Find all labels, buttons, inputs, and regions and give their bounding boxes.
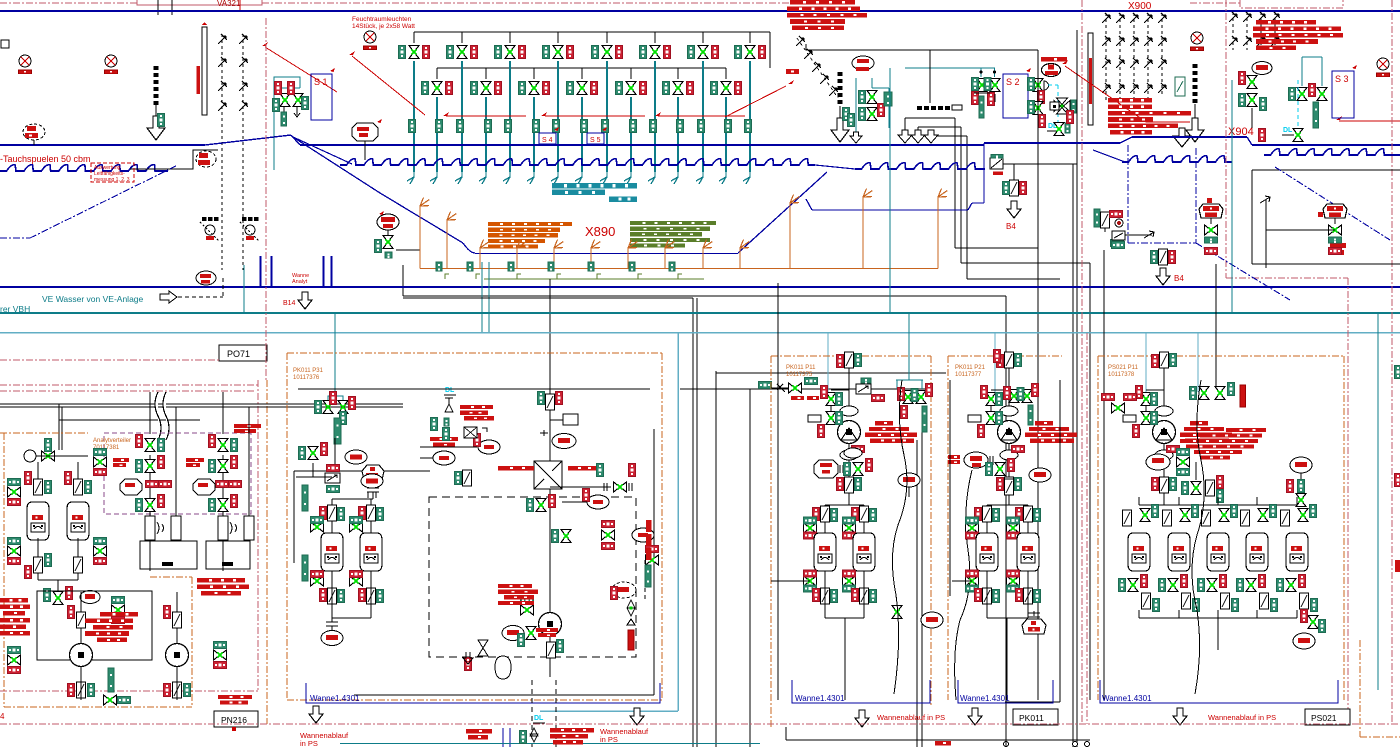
svg-text:DL: DL xyxy=(445,387,455,394)
svg-text:PK011 P11: PK011 P11 xyxy=(786,365,816,371)
svg-text:Wannenablauf: Wannenablauf xyxy=(600,727,649,736)
svg-text:Wannenablauf in PS: Wannenablauf in PS xyxy=(877,713,945,722)
svg-text:PK011: PK011 xyxy=(1019,713,1044,723)
svg-text:PS021 P11: PS021 P11 xyxy=(1108,365,1139,371)
svg-text:-Tauchspuelen 50 cbm: -Tauchspuelen 50 cbm xyxy=(0,154,91,164)
svg-text:14Stück, je 2x58 Watt: 14Stück, je 2x58 Watt xyxy=(352,23,415,30)
svg-text:Wanne: Wanne xyxy=(292,273,309,279)
svg-text:PK011 P31: PK011 P31 xyxy=(293,368,324,374)
svg-text:S 5: S 5 xyxy=(590,137,601,144)
svg-text:S 2: S 2 xyxy=(1006,77,1020,87)
svg-text:Leitfähigkeits-: Leitfähigkeits- xyxy=(94,171,125,177)
svg-text:X904: X904 xyxy=(1228,126,1254,138)
svg-text:4: 4 xyxy=(0,712,5,721)
svg-text:in PS: in PS xyxy=(300,739,318,747)
svg-text:S 3: S 3 xyxy=(1335,74,1349,84)
svg-text:PS021: PS021 xyxy=(1311,713,1337,723)
svg-text:VE Wasser von VE-Anlage: VE Wasser von VE-Anlage xyxy=(42,294,144,304)
svg-text:messung 1, 2, 3: messung 1, 2, 3 xyxy=(94,177,130,183)
svg-text:X890: X890 xyxy=(585,224,615,239)
svg-text:B4: B4 xyxy=(1174,274,1184,283)
svg-text:Auswertung: Auswertung xyxy=(94,165,121,171)
svg-text:DL: DL xyxy=(1048,123,1058,130)
svg-text:rer VBH: rer VBH xyxy=(0,304,30,314)
svg-text:Wannenablauf: Wannenablauf xyxy=(300,731,349,740)
svg-text:Wannenablauf in PS: Wannenablauf in PS xyxy=(1208,713,1276,722)
svg-text:70117381: 70117381 xyxy=(93,445,120,451)
svg-text:S 4: S 4 xyxy=(542,137,553,144)
svg-text:10117378: 10117378 xyxy=(1108,372,1135,378)
svg-text:Wanne1.4301: Wanne1.4301 xyxy=(310,694,360,703)
svg-text:10117377: 10117377 xyxy=(955,372,982,378)
svg-text:10117376: 10117376 xyxy=(293,375,320,381)
svg-text:B14: B14 xyxy=(283,300,296,307)
svg-text:S 1: S 1 xyxy=(314,77,328,87)
svg-text:X900: X900 xyxy=(1128,1,1152,12)
svg-text:Analytverteiler: Analytverteiler xyxy=(93,438,131,444)
svg-text:Analyt: Analyt xyxy=(292,279,308,285)
svg-text:in PS: in PS xyxy=(600,735,618,744)
svg-text:PO71: PO71 xyxy=(227,349,250,359)
svg-text:Wanne1.4301: Wanne1.4301 xyxy=(960,694,1010,703)
svg-text:DL: DL xyxy=(1283,127,1293,134)
svg-text:Feuchtraumleuchten: Feuchtraumleuchten xyxy=(352,16,412,23)
svg-text:PN216: PN216 xyxy=(221,715,247,725)
svg-text:Wanne1.4301: Wanne1.4301 xyxy=(795,694,845,703)
svg-text:PK011 P21: PK011 P21 xyxy=(955,365,986,371)
svg-text:Wanne1.4301: Wanne1.4301 xyxy=(1102,694,1152,703)
svg-text:DL: DL xyxy=(534,715,544,722)
svg-text:VA321: VA321 xyxy=(217,0,241,8)
svg-text:10117375: 10117375 xyxy=(786,372,813,378)
svg-text:B4: B4 xyxy=(1006,222,1016,231)
